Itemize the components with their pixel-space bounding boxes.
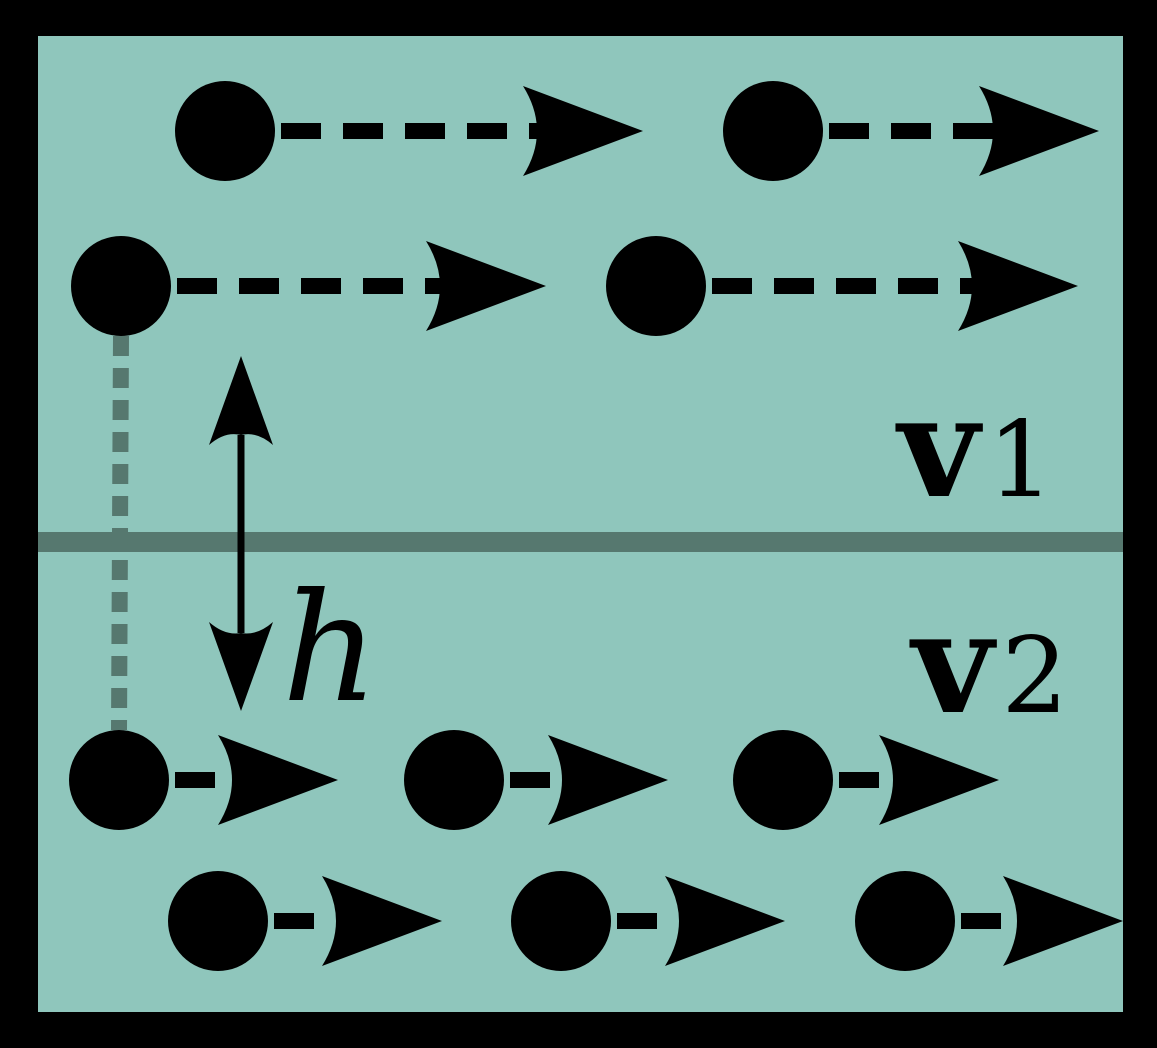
- particle-upper-4: [606, 236, 1078, 336]
- particle-dot: [175, 81, 275, 181]
- velocity-label-v1: v1: [895, 366, 1054, 530]
- particle-dot: [511, 871, 611, 971]
- particle-upper-1: [175, 81, 643, 181]
- particle-dot: [855, 871, 955, 971]
- particle-lower-6: [404, 730, 668, 830]
- velocity-arrow-head: [958, 241, 1078, 331]
- height-double-arrow: [209, 356, 273, 711]
- fluid-background: [38, 36, 1123, 1012]
- particle-upper-3: [71, 236, 546, 336]
- height-arrow-head-down: [209, 622, 273, 711]
- particle-lower-8: [168, 871, 442, 971]
- particle-upper-2: [723, 81, 1099, 181]
- velocity-arrow-head: [322, 876, 442, 966]
- particle-dot: [168, 871, 268, 971]
- velocity-arrow-head: [548, 735, 668, 825]
- particle-dot: [723, 81, 823, 181]
- particle-lower-5: [69, 730, 338, 830]
- velocity-arrow-head: [426, 241, 546, 331]
- particle-dot: [404, 730, 504, 830]
- velocity-arrow-head: [979, 86, 1099, 176]
- velocity-arrow-head: [218, 735, 338, 825]
- v1-subscript: 1: [987, 399, 1054, 521]
- particles-layer: [69, 81, 1123, 971]
- velocity-label-v2: v2: [909, 582, 1068, 746]
- height-arrow-head-up: [209, 356, 273, 445]
- particle-lower-9: [511, 871, 785, 971]
- height-label: h: [282, 562, 379, 736]
- particle-dot: [606, 236, 706, 336]
- particle-dot: [733, 730, 833, 830]
- velocity-arrow-head: [1003, 876, 1123, 966]
- particle-dot: [69, 730, 169, 830]
- v1-symbol: v: [895, 366, 983, 530]
- particle-dot: [71, 236, 171, 336]
- vertical-guide-dashed: [111, 335, 129, 731]
- particle-lower-10: [855, 871, 1123, 971]
- velocity-arrow-head: [665, 876, 785, 966]
- v2-symbol: v: [909, 582, 997, 746]
- v2-subscript: 2: [1001, 615, 1068, 737]
- particle-lower-7: [733, 730, 999, 830]
- velocity-arrow-head: [523, 86, 643, 176]
- velocity-arrow-head: [879, 735, 999, 825]
